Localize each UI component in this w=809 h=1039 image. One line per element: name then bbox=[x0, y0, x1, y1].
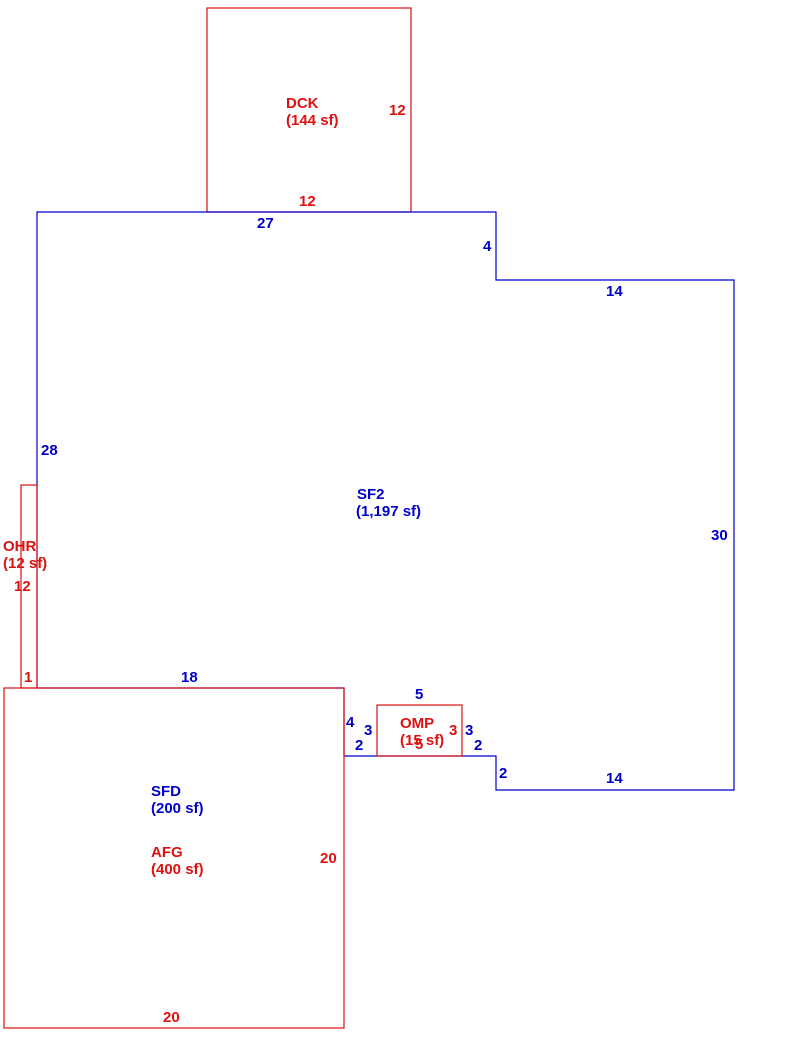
sf2-code-label: SF2 bbox=[357, 486, 385, 503]
dim-sf2-top: 27 bbox=[257, 215, 274, 232]
ohr-area-label: (12 sf) bbox=[3, 555, 47, 572]
dck-code-label: DCK bbox=[286, 95, 319, 112]
dim-dck-bottom: 12 bbox=[299, 193, 316, 210]
sfd-code-label: SFD bbox=[151, 783, 181, 800]
dim-ohr-side: 12 bbox=[14, 578, 31, 595]
dim-sf2-left: 28 bbox=[41, 442, 58, 459]
omp-code-label: OMP bbox=[400, 715, 434, 732]
dim-omp-bottom: 5 bbox=[415, 736, 423, 753]
sf2-area-label: (1,197 sf) bbox=[356, 503, 421, 520]
afg-outline bbox=[3, 687, 345, 1029]
dim-omp-left: 3 bbox=[364, 722, 372, 739]
dim-omp-right-outer: 3 bbox=[465, 722, 473, 739]
sf2-outline bbox=[36, 211, 735, 791]
dim-sf2-step-right-2a: 2 bbox=[474, 737, 482, 754]
omp-outline bbox=[376, 704, 463, 757]
dim-omp-right-inner: 3 bbox=[449, 722, 457, 739]
dim-sf2-lower-right: 14 bbox=[606, 770, 623, 787]
dim-sf2-step-right-2b: 2 bbox=[499, 765, 507, 782]
sfd-area-label: (200 sf) bbox=[151, 800, 204, 817]
dim-afg-right: 20 bbox=[320, 850, 337, 867]
dim-sf2-step-left-2: 2 bbox=[355, 737, 363, 754]
dim-sf2-step-right: 4 bbox=[483, 238, 492, 255]
dim-dck-right: 12 bbox=[389, 102, 406, 119]
dim-sf2-bottom-left: 18 bbox=[181, 669, 198, 686]
dim-sf2-step-left-4: 4 bbox=[346, 714, 355, 731]
afg-code-label: AFG bbox=[151, 844, 183, 861]
dim-ohr-bottom: 1 bbox=[24, 669, 32, 686]
dim-sf2-step-mid-5: 5 bbox=[415, 686, 423, 703]
omp-area-label: (15 sf) bbox=[400, 732, 444, 749]
dck-area-label: (144 sf) bbox=[286, 112, 339, 129]
dim-sf2-right: 30 bbox=[711, 527, 728, 544]
dim-sf2-upper-right: 14 bbox=[606, 283, 623, 300]
dim-afg-bottom: 20 bbox=[163, 1009, 180, 1026]
afg-area-label: (400 sf) bbox=[151, 861, 204, 878]
ohr-code-label: OHR bbox=[3, 538, 37, 555]
